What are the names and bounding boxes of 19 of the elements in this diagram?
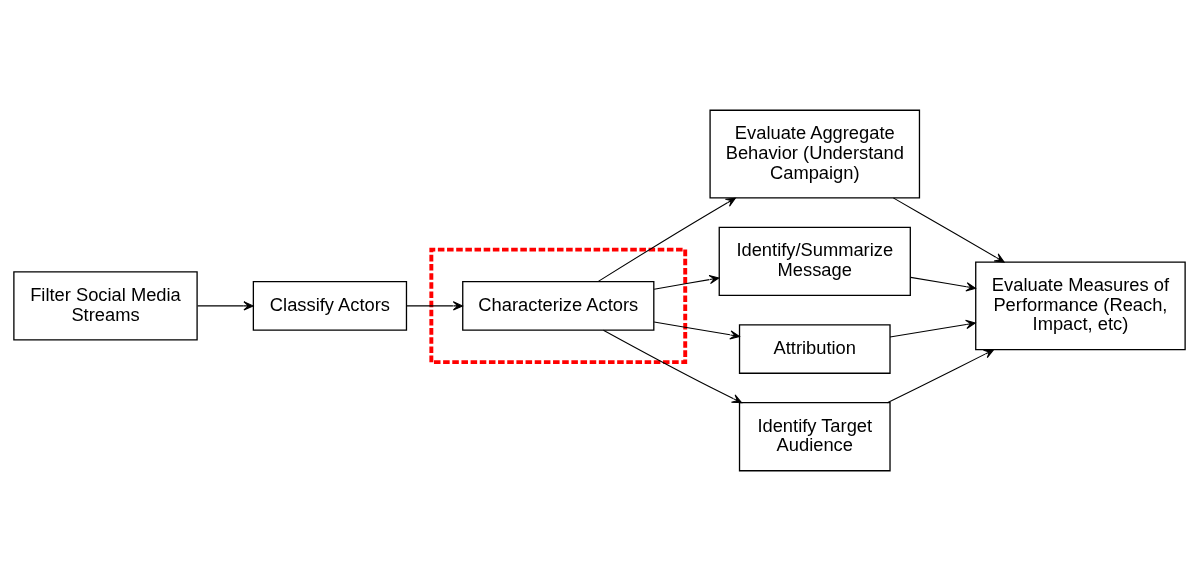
node-box: Attribution <box>738 324 891 374</box>
arrow <box>889 319 976 338</box>
node-box: Evaluate Aggregate Behavior (Understand Campaign) <box>709 109 921 199</box>
arrow <box>597 197 736 282</box>
node-box: Characterize Actors <box>462 281 655 331</box>
node-box: Filter Social Media Streams <box>13 271 198 341</box>
node-box: Identify/Summarize Message <box>718 226 911 297</box>
node-box: Identify Target Audience <box>738 402 891 472</box>
arrow <box>197 301 254 311</box>
arrow <box>653 321 740 340</box>
arrow <box>406 301 464 311</box>
arrow <box>886 349 995 404</box>
arrow <box>653 274 720 290</box>
node-box: Classify Actors <box>252 281 408 331</box>
cluster <box>429 247 688 365</box>
node-box: Evaluate Measures of Performance (Reach, Impact, etc) <box>975 261 1186 351</box>
arrow <box>602 329 743 404</box>
arrow <box>910 276 977 292</box>
arrow <box>892 197 1005 263</box>
